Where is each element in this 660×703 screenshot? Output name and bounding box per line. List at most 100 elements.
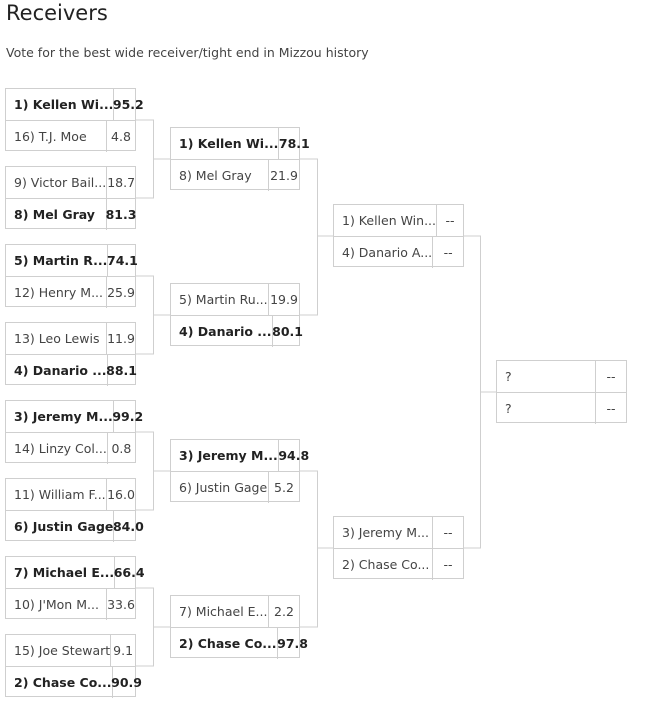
vote-percentage: 78.1 — [278, 136, 310, 151]
team-name: 10) J'Mon M... — [6, 589, 107, 620]
team-entry[interactable]: ?-- — [497, 392, 626, 424]
team-entry[interactable]: 2) Chase Co...-- — [334, 548, 463, 580]
bracket-connector — [300, 470, 318, 628]
vote-percentage: 2.2 — [274, 604, 294, 619]
vote-percentage: -- — [443, 525, 453, 540]
team-name: 15) Joe Stewart — [6, 635, 112, 666]
team-entry[interactable]: 6) Justin Gage 5.2 — [171, 471, 299, 503]
team-name: 2) Chase Co... — [6, 667, 113, 698]
page-subtitle: Vote for the best wide receiver/tight en… — [6, 45, 369, 60]
team-name: 9) Victor Bail... — [6, 167, 108, 198]
bracket-connector — [136, 275, 154, 355]
team-entry[interactable]: 2) Chase Co...97.8 — [171, 627, 308, 659]
team-name: 11) William F... — [6, 479, 107, 510]
vote-percentage: 9.1 — [113, 643, 134, 658]
vote-percentage: 4.8 — [111, 129, 131, 144]
team-name: 4) Danario ... — [171, 316, 273, 347]
vote-percentage: 21.9 — [270, 168, 298, 183]
team-name: 5) Martin Ru... — [171, 284, 269, 315]
team-name: ? — [497, 361, 596, 392]
team-name: 1) Kellen Wi... — [171, 128, 280, 159]
vote-percentage: 88.1 — [106, 363, 137, 378]
team-name: 5) Martin R... — [6, 245, 109, 276]
team-name: 3) Jeremy M... — [171, 440, 279, 471]
team-entry[interactable]: 1) Kellen Wi...95.2 — [6, 89, 144, 120]
team-entry[interactable]: 4) Danario A... -- — [334, 236, 463, 268]
team-entry[interactable]: 3) Jeremy M... -- — [334, 517, 463, 548]
team-entry[interactable]: ? -- — [497, 361, 626, 392]
team-entry[interactable]: 10) J'Mon M...33.6 — [6, 588, 135, 620]
vote-percentage: 99.2 — [112, 409, 144, 424]
team-name: 2) Chase Co... — [171, 628, 278, 659]
team-name: 13) Leo Lewis — [6, 323, 107, 354]
vote-percentage: 95.2 — [112, 97, 144, 112]
team-entry[interactable]: 4) Danario ...88.1 — [6, 354, 137, 386]
team-entry[interactable]: 7) Michael E...66.4 — [6, 557, 145, 588]
matchup-r3-m2: 3) Jeremy M...--2) Chase Co...-- — [333, 516, 464, 580]
team-name: 3) Jeremy M... — [334, 517, 433, 548]
vote-percentage: 81.3 — [105, 207, 137, 222]
team-name: 12) Henry M... — [6, 277, 107, 308]
team-entry[interactable]: 3) Jeremy M...99.2 — [6, 401, 143, 432]
team-entry[interactable]: 14) Linzy Col...0.8 — [6, 432, 135, 464]
vote-percentage: -- — [606, 369, 616, 384]
team-name: 1) Kellen Win... — [334, 205, 438, 236]
team-name: 8) Mel Gray — [6, 199, 107, 230]
vote-percentage: -- — [443, 557, 453, 572]
team-name: 4) Danario A... — [334, 237, 434, 268]
matchup-r4-m1: ?--?-- — [496, 360, 627, 424]
bracket-connector — [136, 587, 154, 667]
vote-percentage: 74.1 — [107, 253, 138, 268]
team-entry[interactable]: 9) Victor Bail...18.7 — [6, 167, 135, 198]
team-entry[interactable]: 16) T.J. Moe 4.8 — [6, 120, 135, 152]
team-name: 7) Michael E... — [6, 557, 116, 588]
team-name: 4) Danario ... — [6, 355, 108, 386]
team-entry[interactable]: 1) Kellen Wi...78.1 — [171, 128, 310, 159]
page-title: Receivers — [6, 1, 108, 25]
team-entry[interactable]: 3) Jeremy M...94.8 — [171, 440, 309, 471]
team-name: 6) Justin Gage — [171, 472, 269, 503]
matchup-r3-m1: 1) Kellen Win...--4) Danario A... -- — [333, 204, 464, 268]
team-entry[interactable]: 2) Chase Co...90.9 — [6, 666, 142, 698]
bracket-connector — [136, 431, 154, 511]
vote-percentage: 90.9 — [111, 675, 142, 690]
bracket-connector — [300, 158, 318, 316]
team-entry[interactable]: 11) William F...16.0 — [6, 479, 135, 510]
vote-percentage: 11.9 — [107, 331, 135, 346]
team-entry[interactable]: 7) Michael E... 2.2 — [171, 596, 299, 627]
vote-percentage: 0.8 — [111, 441, 132, 456]
bracket-connector — [464, 235, 481, 549]
vote-percentage: 16.0 — [107, 487, 135, 502]
team-name: 7) Michael E... — [171, 596, 269, 627]
team-entry[interactable]: 5) Martin Ru...19.9 — [171, 284, 299, 315]
vote-percentage: 5.2 — [274, 480, 294, 495]
team-name: 3) Jeremy M... — [6, 401, 114, 432]
vote-percentage: 80.1 — [272, 324, 303, 339]
team-name: 1) Kellen Wi... — [6, 89, 115, 120]
vote-percentage: -- — [606, 401, 616, 416]
team-entry[interactable]: 5) Martin R...74.1 — [6, 245, 138, 276]
vote-percentage: 94.8 — [278, 448, 310, 463]
team-name: 16) T.J. Moe — [6, 121, 107, 152]
bracket-connector — [136, 119, 154, 199]
team-entry[interactable]: 12) Henry M...25.9 — [6, 276, 135, 308]
vote-percentage: 97.8 — [277, 636, 308, 651]
vote-percentage: -- — [443, 245, 453, 260]
team-entry[interactable]: 1) Kellen Win...-- — [334, 205, 463, 236]
team-entry[interactable]: 4) Danario ...80.1 — [171, 315, 303, 347]
